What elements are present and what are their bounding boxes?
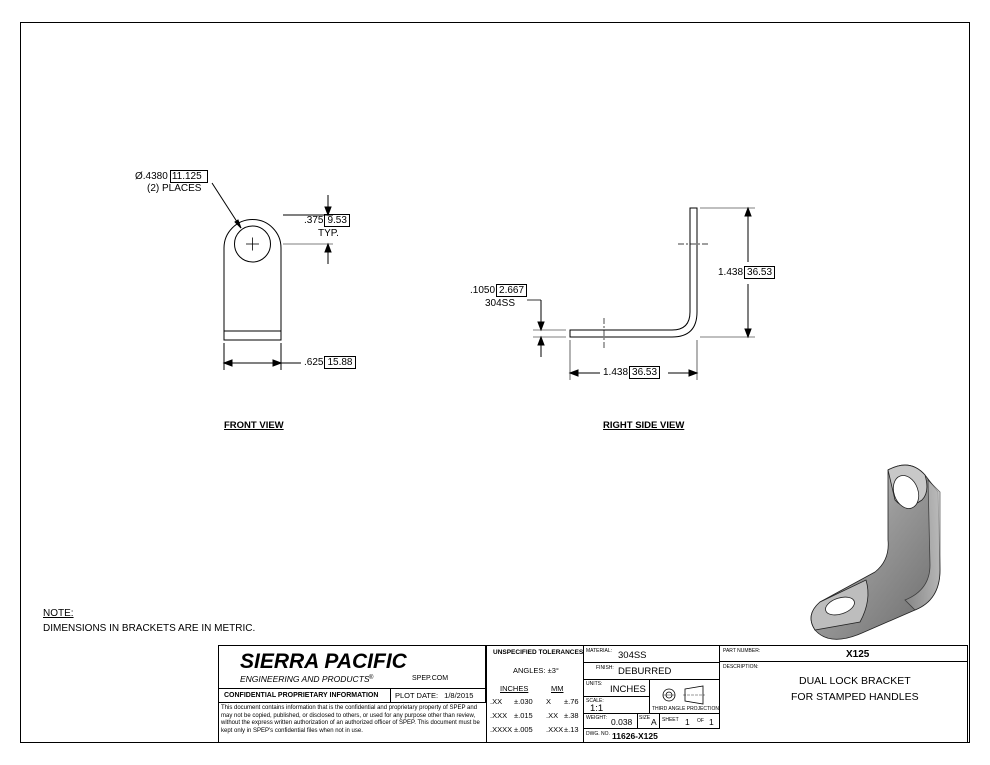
angles-tolerance: ANGLES: ±3° [513,666,559,675]
front-view-outline [223,219,282,341]
sheet-total: 1 [709,717,714,727]
sheet-value: 1 [685,717,690,727]
weight-label: WEIGHT: [586,715,607,721]
sheet-label: SHEET [662,717,679,723]
tol-format: .XXX [546,725,564,734]
edge-typ-note: TYP. [318,228,339,239]
units-cell: UNITS: INCHES [584,680,650,697]
registered-mark-icon: ® [369,675,374,681]
part-number-label: PART NUMBER: [723,648,761,654]
company-subtitle: ENGINEERING AND PRODUCTS [240,674,370,684]
company-cell: SIERRA PACIFIC ENGINEERING AND PRODUCTS … [219,646,486,689]
title-block: SIERRA PACIFIC ENGINEERING AND PRODUCTS … [218,645,968,743]
tol-value: ±.030 [514,697,533,706]
material-cell: MATERIAL: 304SS [584,645,720,663]
tol-format: .XXXX [490,725,513,734]
tol-value: ±.76 [564,697,579,706]
mm-header: MM [551,684,564,693]
plot-date-label: PLOT DATE: [395,691,439,700]
dwg-label: DWG. NO. [586,731,610,737]
right-side-view [527,206,755,380]
tol-value: ±.38 [564,711,579,720]
size-cell: SIZE A [638,714,660,729]
front-view-hole [234,225,271,263]
projection-label: THIRD ANGLE PROJECTION [652,706,719,712]
tolerances-cell: UNSPECIFIED TOLERANCES ANGLES: ±3° INCHE… [486,645,584,743]
weight-value: 0.038 [611,717,633,727]
dwg-cell: DWG. NO. 11626-X125 [584,729,720,743]
isometric-view [810,464,941,640]
disclaimer-text: This document contains information that … [221,705,480,735]
right-side-view-label: RIGHT SIDE VIEW [603,420,685,431]
sheet-cell: SHEET 1 OF 1 [660,714,720,729]
material-label: MATERIAL: [586,648,613,654]
finish-cell: FINISH: DEBURRED [584,663,720,680]
front-view-label: FRONT VIEW [224,420,284,431]
units-value: INCHES [610,684,646,695]
plot-date-cell: PLOT DATE: 1/8/2015 [391,689,486,703]
units-label: UNITS: [586,681,603,687]
tol-row: .XX [490,697,503,706]
description-label: DESCRIPTION: [723,664,759,670]
confidential-label: CONFIDENTIAL PROPRIETARY INFORMATION [224,692,379,699]
description-cell: DESCRIPTION: DUAL LOCK BRACKET FOR STAMP… [720,662,968,743]
third-angle-projection-icon [662,685,705,705]
tol-format: .XX [546,711,559,720]
company-name: SIERRA PACIFIC [240,650,407,673]
tol-value: ±.13 [564,725,579,734]
weight-cell: WEIGHT: 0.038 [584,714,638,729]
description-line-2: FOR STAMPED HANDLES [791,691,919,703]
tol-value: ±.005 [514,725,533,734]
front-view [211,182,333,370]
scale-value: 1:1 [590,703,604,714]
finish-label: FINISH: [596,665,614,671]
projection-cell: THIRD ANGLE PROJECTION [650,680,720,714]
dwg-number: 11626-X125 [612,731,658,741]
hole-places-note: (2) PLACES [147,183,202,194]
hole-leader [211,182,242,229]
finish-value: DEBURRED [618,666,672,677]
inches-header: INCHES [500,684,529,693]
scale-cell: SCALE: 1:1 [584,697,650,714]
part-number-cell: PART NUMBER: X125 [720,645,968,662]
company-website: SPEP.COM [412,675,449,682]
note-heading: NOTE: [43,608,74,619]
material-value: 304SS [618,650,647,661]
size-label: SIZE [639,715,651,721]
tol-value: ±.015 [514,711,533,720]
of-label: OF [697,718,704,724]
size-value: A [651,717,657,727]
side-view-profile [569,207,698,338]
tolerances-title: UNSPECIFIED TOLERANCES [493,649,584,656]
note-text: DIMENSIONS IN BRACKETS ARE IN METRIC. [43,623,256,634]
confidential-cell: CONFIDENTIAL PROPRIETARY INFORMATION [219,689,391,703]
plot-date-value: 1/8/2015 [444,691,474,700]
scale-label: SCALE: [586,698,604,704]
tol-format: X [546,697,552,706]
thickness-material: 304SS [485,298,516,309]
part-number-value: X125 [846,649,870,660]
description-line-1: DUAL LOCK BRACKET [799,675,911,687]
tol-format: .XXX [490,711,508,720]
